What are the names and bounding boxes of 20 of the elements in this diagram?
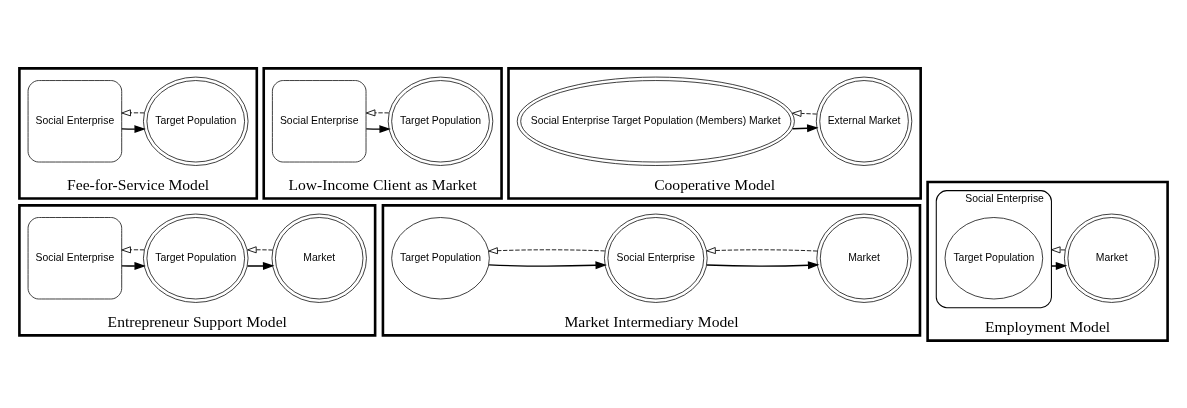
arrow [1050,261,1068,270]
arrow [121,261,146,270]
arrow [121,124,146,133]
arrow [246,261,275,270]
arrow [365,108,390,116]
arrow [121,245,145,253]
arrow [488,260,607,269]
node-ellipse: Target Population [391,216,490,299]
arrow [488,246,606,254]
node-box: Social Enterprise [27,79,123,162]
node-ellipse: Target Population [944,216,1044,299]
arrow [1051,245,1066,253]
node-box: Social Enterprise [27,216,123,299]
arrow [121,108,145,116]
arrow [365,124,391,133]
arrow [706,246,818,254]
arrow [706,260,820,269]
arrow [247,245,274,253]
node-box: Social Enterprise [271,79,367,162]
arrow [791,109,818,117]
